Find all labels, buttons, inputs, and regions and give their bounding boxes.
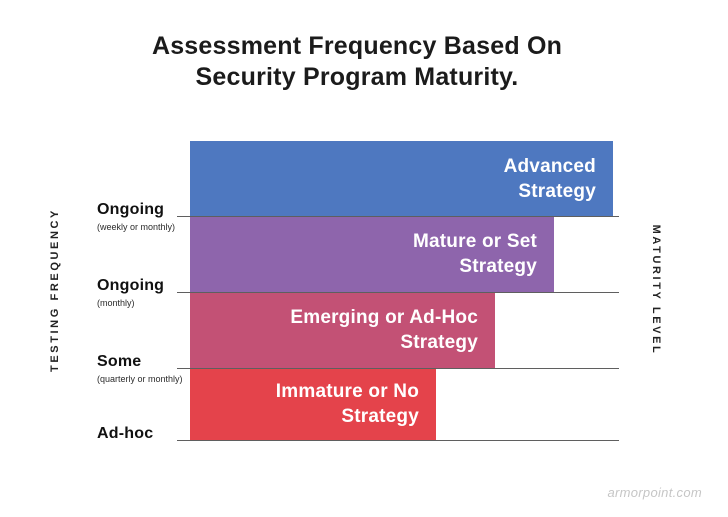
bar-label: Mature or Set Strategy — [412, 231, 537, 277]
bar-advanced-strategy: Advanced Strategy — [190, 141, 613, 216]
category-label-ongoing-0: Ongoing — [97, 201, 165, 218]
bar-label: Emerging or Ad-Hoc Strategy — [290, 307, 478, 353]
bar-label: Immature or No Strategy — [275, 381, 419, 427]
bar-emerging-or-ad-hoc-strategy: Emerging or Ad-Hoc Strategy — [190, 292, 495, 368]
gridline — [177, 367, 619, 369]
category-label-some-2: Some — [97, 353, 142, 370]
category-sublabel: (quarterly or monthly) — [97, 374, 183, 384]
gridline — [177, 291, 619, 293]
category-sublabel: (monthly) — [97, 298, 135, 308]
category-label-ongoing-1: Ongoing — [97, 277, 165, 294]
bar-label: Advanced Strategy — [503, 155, 596, 202]
bar-mature-or-set-strategy: Mature or Set Strategy — [190, 216, 554, 292]
category-label-ad-hoc-3: Ad-hoc — [97, 425, 154, 442]
category-sublabel: (weekly or monthly) — [97, 222, 176, 232]
watermark-text: armorpoint.com — [607, 485, 702, 500]
bar-immature-or-no-strategy: Immature or No Strategy — [190, 368, 436, 440]
gridline — [177, 215, 619, 217]
gridline — [177, 439, 619, 441]
chart-title: Assessment Frequency Based On Security P… — [151, 32, 563, 91]
